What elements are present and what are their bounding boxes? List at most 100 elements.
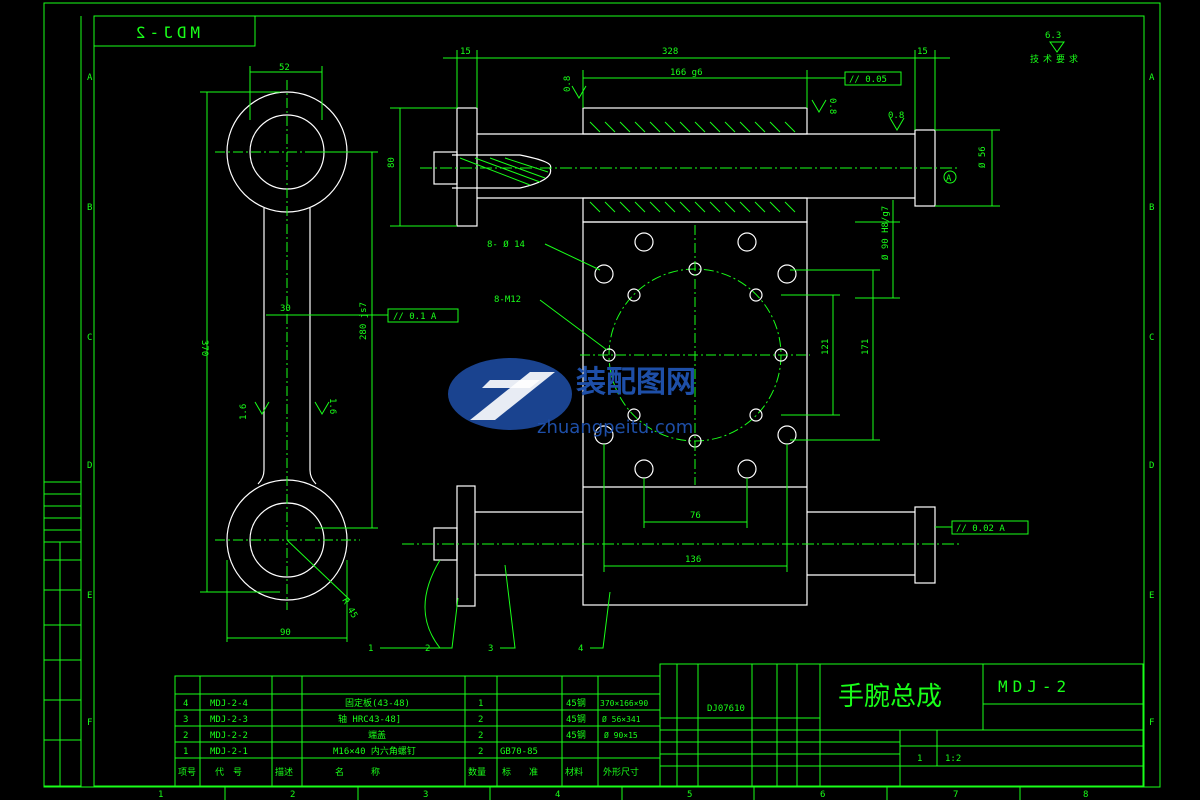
svg-text:描述: 描述 <box>275 766 293 778</box>
svg-text:0.8: 0.8 <box>827 98 837 114</box>
roughness-symbol <box>1049 41 1065 53</box>
svg-text:A: A <box>1149 73 1155 83</box>
svg-text:7: 7 <box>953 790 958 800</box>
svg-text:2: 2 <box>425 644 430 654</box>
svg-text:0.8: 0.8 <box>888 111 904 121</box>
code-mirror-text: MDJ-2 <box>132 23 200 42</box>
svg-text:MDJ-2-4: MDJ-2-4 <box>210 699 248 709</box>
shaft-bottom-assembly <box>402 485 960 607</box>
roughness-note: 6.3 <box>1045 31 1061 41</box>
svg-text:项号: 项号 <box>178 767 196 778</box>
svg-text:1: 1 <box>183 747 188 757</box>
svg-text:5: 5 <box>687 790 692 800</box>
drawing-title: 手腕总成 <box>838 682 942 712</box>
svg-text:Ø 90×15: Ø 90×15 <box>604 730 638 740</box>
svg-text:A: A <box>946 174 952 184</box>
svg-text:Ø 56×341: Ø 56×341 <box>602 714 641 724</box>
svg-text:C: C <box>1149 333 1154 343</box>
svg-text:1.6: 1.6 <box>327 398 337 414</box>
svg-text:F: F <box>1149 718 1154 728</box>
svg-text:3: 3 <box>183 715 188 725</box>
svg-text:数量: 数量 <box>468 766 486 778</box>
zone-letters-right: A B C D E F <box>1149 73 1155 728</box>
svg-text:MDJ-2-3: MDJ-2-3 <box>210 715 248 725</box>
svg-text:3: 3 <box>488 644 493 654</box>
svg-text:2: 2 <box>183 731 188 741</box>
svg-text:B: B <box>1149 203 1154 213</box>
svg-text:2: 2 <box>478 715 483 725</box>
watermark: 装配图网 zhuangpeitu.com <box>448 358 696 438</box>
svg-text:DJ07610: DJ07610 <box>707 704 745 714</box>
svg-text:6: 6 <box>820 790 825 800</box>
svg-text:90: 90 <box>280 628 291 638</box>
svg-text:E: E <box>87 591 92 601</box>
drawing-code: MDJ-2 <box>998 677 1071 696</box>
plate-dimensions: 52 370 30 280 js7 90 R 45 1.6 1.6 // 0.1… <box>199 63 459 642</box>
svg-text:Ø 90 H8/g7: Ø 90 H8/g7 <box>880 206 891 260</box>
svg-text:15: 15 <box>917 47 928 57</box>
svg-text:2: 2 <box>290 790 295 800</box>
fixed-plate <box>580 221 810 606</box>
svg-text:8- Ø 14: 8- Ø 14 <box>487 239 525 250</box>
svg-text:1: 1 <box>478 699 483 709</box>
svg-text:45钢: 45钢 <box>566 713 586 725</box>
svg-text:Ø 56: Ø 56 <box>977 146 988 168</box>
inner-frame <box>93 15 1145 787</box>
svg-text:GB70-85: GB70-85 <box>500 747 538 757</box>
part-balloons: 1 2 3 4 <box>368 559 611 654</box>
svg-text:76: 76 <box>690 511 701 521</box>
svg-text:MDJ-2-2: MDJ-2-2 <box>210 731 248 741</box>
left-registration-table <box>43 481 82 787</box>
svg-text:136: 136 <box>685 555 701 565</box>
svg-text:材料: 材料 <box>565 766 583 778</box>
svg-text:// 0.05: // 0.05 <box>849 75 887 85</box>
svg-text:8: 8 <box>1083 790 1088 800</box>
svg-text:370×166×90: 370×166×90 <box>600 699 648 708</box>
svg-text:4: 4 <box>555 790 560 800</box>
svg-text:轴 HRC43-48]: 轴 HRC43-48] <box>338 713 401 725</box>
svg-text:标 准: 标 准 <box>502 766 538 778</box>
watermark-logo-text: 装配图网 <box>576 365 696 400</box>
zone-letters-left: A B C D E F <box>87 73 93 728</box>
svg-text:名 称: 名 称 <box>335 766 380 778</box>
svg-text:B: B <box>87 203 92 213</box>
svg-text:0.8: 0.8 <box>563 76 573 92</box>
svg-text:52: 52 <box>279 63 290 73</box>
svg-text:30: 30 <box>280 304 291 314</box>
svg-text:328: 328 <box>662 47 678 57</box>
svg-text:15: 15 <box>460 47 471 57</box>
svg-text:D: D <box>1149 461 1154 471</box>
svg-text:1.6: 1.6 <box>239 404 249 420</box>
code-box-mirror <box>93 15 256 47</box>
svg-text:166 g6: 166 g6 <box>670 68 703 78</box>
svg-text:外形尺寸: 外形尺寸 <box>603 766 639 778</box>
svg-text:// 0.1 A: // 0.1 A <box>393 312 437 322</box>
svg-text:3: 3 <box>423 790 428 800</box>
svg-text:1: 1 <box>917 754 922 764</box>
zone-numbers-bottom: 1 2 3 4 5 6 7 8 <box>158 787 1088 800</box>
svg-text:MDJ-2-1: MDJ-2-1 <box>210 747 248 757</box>
svg-text:1:2: 1:2 <box>945 754 961 764</box>
svg-text:端盖: 端盖 <box>368 729 386 741</box>
svg-text:M16×40 内六角螺钉: M16×40 内六角螺钉 <box>333 745 416 757</box>
svg-text:R 45: R 45 <box>339 597 359 621</box>
svg-text:F: F <box>87 718 92 728</box>
plate-front-view <box>215 80 360 610</box>
svg-text:370: 370 <box>199 340 209 356</box>
svg-text:4: 4 <box>578 644 583 654</box>
svg-text:1: 1 <box>368 644 373 654</box>
svg-text:45钢: 45钢 <box>566 697 586 709</box>
svg-text:代 号: 代 号 <box>215 767 242 778</box>
svg-text:A: A <box>87 73 93 83</box>
title-block: DJ07610 手腕总成 MDJ-2 1 1:2 <box>659 663 1144 787</box>
svg-text:固定板(43-48): 固定板(43-48) <box>345 697 410 709</box>
watermark-url: zhuangpeitu.com <box>537 417 693 438</box>
svg-text:2: 2 <box>478 731 483 741</box>
svg-text:171: 171 <box>861 339 871 355</box>
svg-text:121: 121 <box>821 339 831 355</box>
shaft-top-assembly <box>420 107 960 227</box>
assembly-dimensions: 15 328 15 166 g6 // 0.05 0.8 0.8 0.8 80 … <box>387 47 1029 572</box>
bill-of-materials: 4 MDJ-2-4 固定板(43-48) 1 45钢 370×166×90 3 … <box>174 675 661 787</box>
svg-text:80: 80 <box>387 157 397 168</box>
